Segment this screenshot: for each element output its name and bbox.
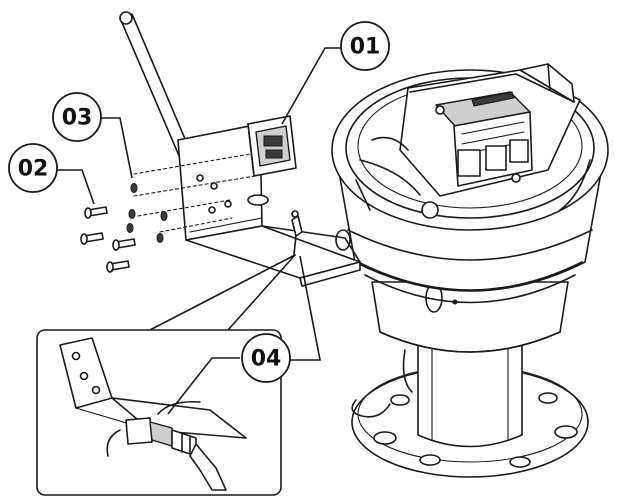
screw [84,206,108,219]
washer [156,233,164,243]
screw [106,260,130,273]
callout-01: 01 [340,21,390,71]
washer [160,211,168,221]
callout-04: 04 [241,333,291,383]
callout-02-label: 02 [18,157,49,182]
callout-04-label: 04 [251,347,282,372]
screw [112,238,136,251]
connector-module [247,115,297,177]
callout-03: 03 [52,92,102,142]
mounting-bracket [119,11,361,287]
detail-inset [36,254,296,496]
callout-02: 02 [8,143,58,193]
callout-03-label: 03 [62,106,93,131]
cable-gland [291,210,303,255]
callout-01-label: 01 [350,35,381,60]
washer-set [126,183,168,243]
washer [130,183,138,193]
side-bolt [335,229,351,251]
internal-board [355,63,591,219]
camera-housing [331,63,609,478]
support-column [351,339,523,448]
assembly-guides [133,153,256,233]
washer [126,223,134,233]
screw [80,232,104,245]
screw-set [80,206,136,273]
washer [128,209,136,219]
